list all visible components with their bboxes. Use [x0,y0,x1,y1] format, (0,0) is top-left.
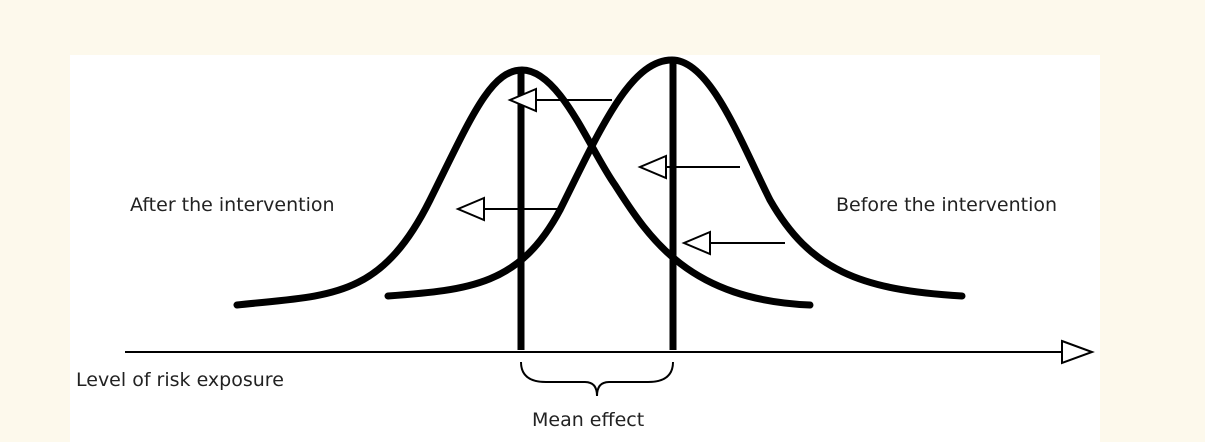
before-intervention-label: Before the intervention [836,194,1058,216]
shift-arrow-top [507,87,612,113]
after-intervention-label: After the intervention [130,194,335,216]
diagram-panel [70,55,1100,442]
after-intervention-curve [233,66,814,309]
axis-label: Level of risk exposure [76,369,284,391]
shift-arrow-middle-left [455,196,560,222]
mean-effect-brace [520,361,674,397]
x-axis-arrowhead [1061,339,1095,365]
mean-effect-label: Mean effect [532,409,645,431]
shift-arrow-middle-right [637,154,740,180]
shift-arrow-bottom [681,230,785,256]
